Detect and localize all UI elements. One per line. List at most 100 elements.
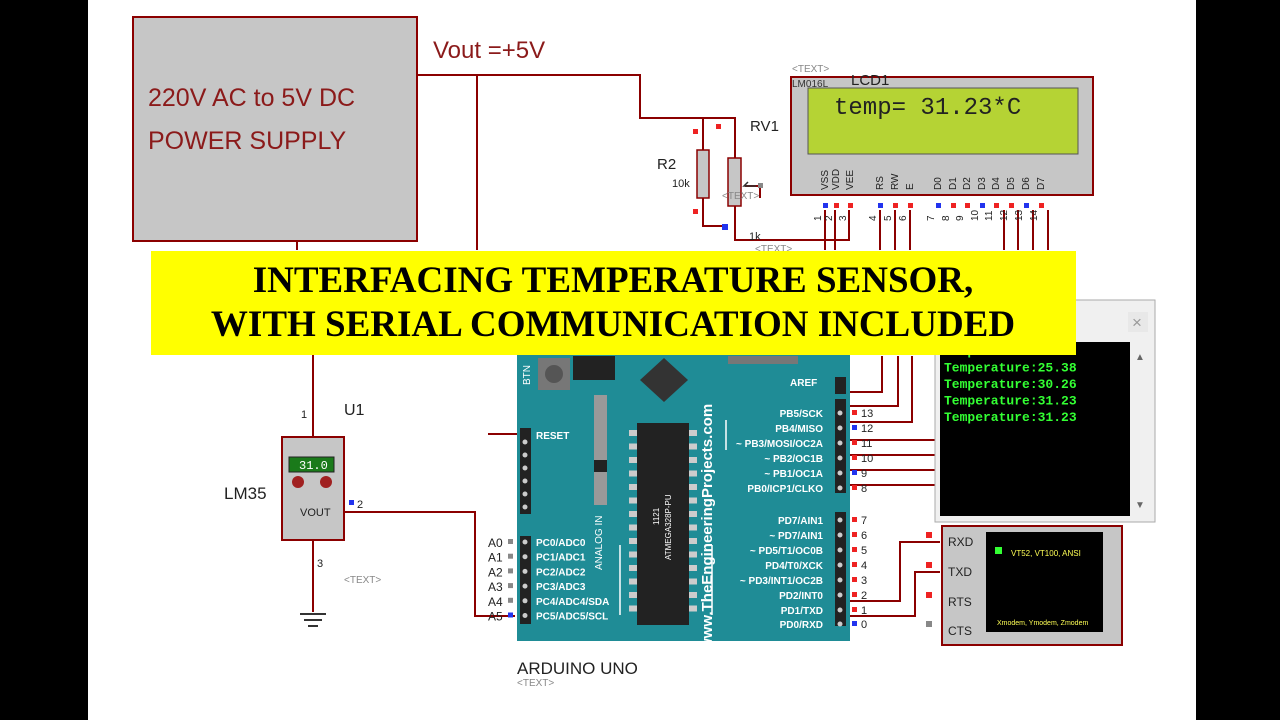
header-hole — [522, 598, 528, 604]
analog-pin-number: A3 — [488, 580, 503, 594]
lcd-pin-state — [1009, 203, 1014, 208]
terminal-protocols: VT52, VT100, ANSI — [1011, 549, 1081, 558]
digital-pin-number: 8 — [861, 483, 867, 495]
potentiometer-rv1[interactable]: RV1 1k <TEXT> <TEXT> — [716, 118, 792, 255]
lcd-pin-number: 3 — [838, 215, 849, 221]
resistor-r2[interactable]: R2 10k — [657, 129, 710, 214]
serial-line: Temperature:31.23 — [944, 410, 1077, 425]
lcd-pin-state — [893, 203, 898, 208]
chip-pin — [689, 443, 697, 450]
pin-state — [852, 577, 857, 582]
pin-state — [852, 455, 857, 460]
atmega-chip — [637, 423, 689, 625]
pin-state — [852, 621, 857, 626]
chip-pin — [689, 592, 697, 598]
chip-pin — [629, 551, 637, 558]
lm35-sensor[interactable]: U1 1 31.0 VOUT LM35 2 3 <TEXT> — [224, 402, 381, 586]
pin-state — [508, 612, 513, 618]
lm35-pin1: 1 — [301, 409, 307, 421]
chip-pin — [629, 470, 637, 477]
lm35-down-button[interactable] — [292, 476, 304, 488]
header-lower — [835, 512, 846, 626]
chip-pin — [629, 578, 637, 585]
lcd-pin-number: 10 — [970, 209, 981, 221]
scrollbar[interactable] — [1130, 342, 1150, 516]
pin-state — [852, 440, 857, 445]
analog-pin-number: A5 — [488, 610, 503, 624]
rv1-text-tag: <TEXT> — [722, 191, 759, 202]
header-hole — [522, 452, 528, 458]
chip-pin — [629, 497, 637, 504]
lcd-pin-number: 7 — [926, 215, 937, 221]
lcd-pin-state — [980, 203, 985, 208]
digital-pin-label: PB0/ICP1/CLKO — [747, 484, 823, 495]
arduino-uno-board[interactable]: BTN 1121 ATMEGA328P-PU www.TheEngineerin… — [488, 352, 873, 651]
scroll-up-icon[interactable]: ▲ — [1135, 352, 1145, 363]
pin-state — [508, 597, 513, 603]
chip-pin — [689, 605, 697, 612]
chip-pin — [629, 524, 637, 531]
chip-pin — [689, 470, 697, 477]
header-hole — [837, 607, 843, 613]
serial-line: Temperature:31.23 — [944, 394, 1077, 409]
lcd-pin-number: 4 — [868, 215, 879, 221]
virtual-terminal[interactable]: VT52, VT100, ANSI Xmodem, Ymodem, Zmodem… — [926, 525, 1123, 646]
lcd-pin-name: VSS — [820, 170, 831, 190]
pin-state — [852, 517, 857, 522]
header-hole — [837, 425, 843, 431]
rv1-value: 1k — [749, 231, 761, 243]
close-button[interactable] — [1128, 312, 1148, 332]
lcd-pin-number: 8 — [941, 215, 952, 221]
lcd-pin-name: D3 — [977, 177, 988, 190]
lm35-up-button[interactable] — [320, 476, 332, 488]
scroll-down-icon[interactable]: ▼ — [1135, 500, 1145, 511]
reset-label: RESET — [536, 431, 569, 442]
header-hole — [837, 440, 843, 446]
digital-pin-number: 2 — [861, 590, 867, 602]
analog-pin-number: A0 — [488, 536, 503, 550]
chip-pin — [629, 592, 637, 598]
analog-pin-number: A2 — [488, 565, 503, 579]
analog-pin-label: PC2/ADC2 — [536, 567, 586, 578]
power-supply-block[interactable]: 220V AC to 5V DC POWER SUPPLY — [132, 16, 418, 242]
lcd-ref: LCD1 — [851, 72, 889, 89]
digital-pin-label: PD1/TXD — [781, 606, 823, 617]
digital-pin-label: ~ PB2/OC1B — [764, 454, 823, 465]
header-hole — [837, 410, 843, 416]
digital-pin-number: 4 — [861, 560, 867, 572]
digital-pin-label: ~ PB3/MOSI/OC2A — [736, 439, 823, 450]
lm35-vout: VOUT — [300, 507, 331, 519]
lcd-pin-state — [834, 203, 839, 208]
arduino-analog-pins: PC0/ADC0A0PC1/ADC1A1PC2/ADC2A2PC3/ADC3A3… — [488, 439, 609, 624]
wires — [296, 74, 1049, 617]
header-hole — [522, 465, 528, 471]
serial-lines: Temperature:25.38Temperature:25.38Temper… — [944, 344, 1077, 425]
lcd-module[interactable]: <TEXT> LM016L LCD1 temp= 31.23*C VSS1VDD… — [790, 64, 1094, 221]
u1-ref: U1 — [344, 402, 365, 419]
digital-pin-number: 7 — [861, 515, 867, 527]
r2-value: 10k — [672, 178, 690, 190]
header-hole — [837, 547, 843, 553]
chip-pin — [689, 457, 697, 463]
digital-pin-label: ~ PD5/T1/OC0B — [750, 546, 823, 557]
chip-pin — [689, 565, 697, 571]
digital-pin-label: PB4/MISO — [775, 424, 823, 435]
digital-pin-label: ~ PB1/OC1A — [764, 469, 823, 480]
terminal-pin-state — [926, 621, 932, 627]
header-analog — [520, 536, 531, 624]
rv1-text-tag-lower: <TEXT> — [755, 244, 792, 255]
digital-pin-number: 3 — [861, 575, 867, 587]
terminal-pin-label: RTS — [948, 595, 972, 609]
lcd-pin-state — [994, 203, 999, 208]
lcd-pin-number: 12 — [999, 209, 1010, 221]
digital-pin-label: PD2/INT0 — [779, 591, 823, 602]
serial-monitor-window[interactable]: × ▲ ▼ Temperature:25.38Temperature:25.38… — [934, 299, 1156, 523]
serial-line: Temperature:30.26 — [944, 377, 1077, 392]
header-upper — [835, 399, 846, 493]
lm35-readout — [288, 456, 335, 473]
chip-pin — [689, 497, 697, 504]
analog-pin-number: A4 — [488, 595, 503, 609]
analog-pin-label: PC1/ADC1 — [536, 553, 586, 564]
chip-line2: ATMEGA328P-PU — [664, 494, 673, 560]
chip-pin — [629, 443, 637, 450]
